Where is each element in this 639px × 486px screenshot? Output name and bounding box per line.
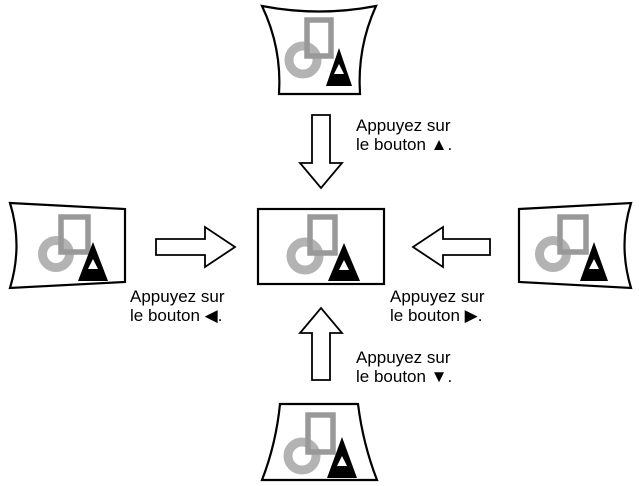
up-glyph [589,259,599,269]
arrow-down [298,114,344,190]
screen-keystone-top [260,4,378,96]
test-pattern-top [284,17,352,86]
arrow-left [411,225,491,269]
up-glyph [334,64,344,74]
square-shape [305,412,336,455]
instruction-top: Appuyez sur le bouton ▲. [356,116,452,154]
screen-keystone-right [517,201,633,290]
square-shape [307,214,338,256]
instruction-right-line1: Appuyez sur [390,287,485,306]
screen-keystone-left [8,201,127,290]
instruction-right-line2: le bouton ▶. [390,306,483,325]
arrow-right [155,225,237,269]
up-glyph [337,456,347,466]
ring-shape [283,437,321,475]
up-glyph [339,260,349,270]
test-pattern-right [535,214,608,281]
up-glyph [88,259,98,269]
instruction-left-line2: le bouton ◀. [130,306,223,325]
instruction-left-line1: Appuyez sur [130,287,225,306]
instruction-bottom-line2: le bouton ▼. [356,367,453,386]
ring-shape [284,41,322,79]
instruction-bottom-line1: Appuyez sur [356,348,451,367]
instruction-left: Appuyez sur le bouton ◀. [130,287,225,325]
square-shape [557,214,589,255]
screen-frame-center [256,207,386,286]
square-shape [304,17,334,59]
screen-corrected-center [256,207,386,286]
test-pattern-bottom [283,412,357,478]
test-pattern-left [38,214,108,281]
instruction-right: Appuyez sur le bouton ▶. [390,287,485,325]
instruction-bottom: Appuyez sur le bouton ▼. [356,348,452,386]
ring-shape [286,237,324,275]
screen-keystone-bottom [260,402,379,482]
instruction-top-line1: Appuyez sur [356,116,451,135]
test-pattern-center [286,214,360,281]
arrow-up [298,306,344,381]
square-shape [58,214,91,255]
instruction-top-line2: le bouton ▲. [356,135,453,154]
